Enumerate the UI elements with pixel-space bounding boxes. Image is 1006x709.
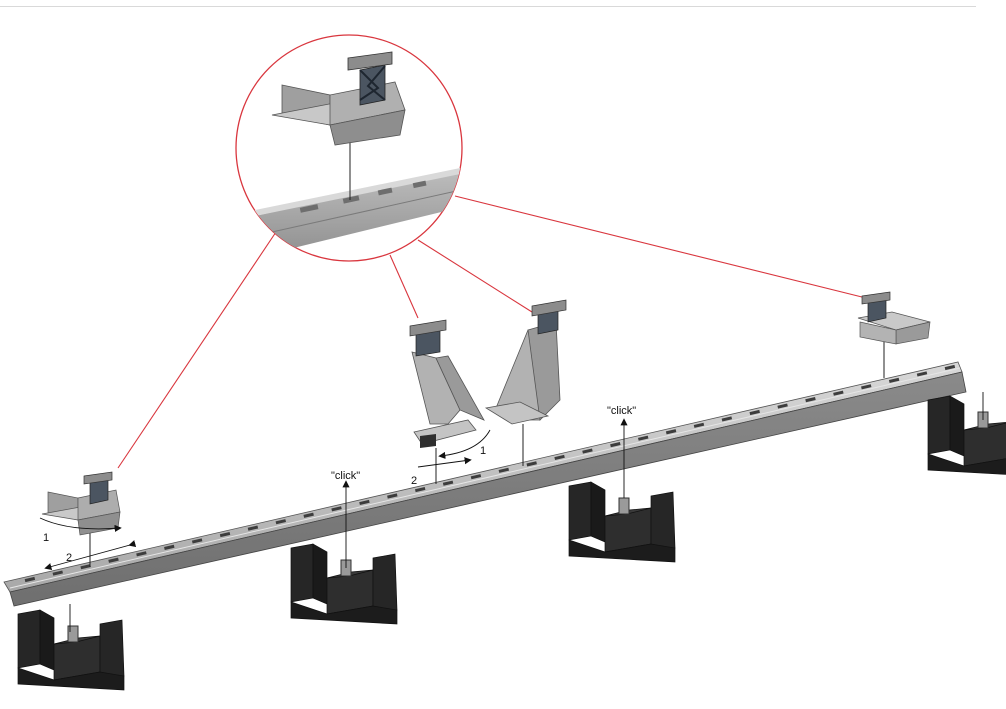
rail-slot (498, 467, 510, 473)
rail-slot (526, 461, 537, 467)
ballast-block (568, 481, 676, 563)
rail-slot (52, 570, 63, 576)
step-1-left: 1 (43, 532, 49, 544)
step-2-left: 2 (66, 552, 72, 564)
step-1-middle: 1 (480, 445, 486, 457)
click-label-right: "click" (607, 405, 636, 417)
clamp-left (41, 471, 121, 567)
rail-slot (833, 390, 844, 396)
rail-slot (721, 416, 733, 422)
step-2-middle: 2 (411, 475, 417, 487)
block-clip (67, 625, 79, 643)
zoomed-clamp (271, 51, 406, 146)
rail-slot (247, 525, 259, 531)
slide-arrow-left (44, 540, 137, 571)
rail-slot (303, 512, 314, 518)
rail-slot (275, 519, 287, 525)
rail-slot (693, 422, 705, 428)
ballast-block (927, 395, 1006, 475)
rail-slot (861, 384, 872, 390)
rail-slot (888, 377, 900, 383)
rotate-arrow-left (39, 517, 122, 533)
rail-slot (414, 486, 426, 493)
ballast-block (290, 543, 398, 625)
rail-slot (442, 480, 454, 486)
rail-slot (777, 403, 788, 409)
rail-slot (749, 409, 760, 416)
click-label-left: "click" (331, 470, 360, 482)
rail-slot (638, 435, 649, 441)
ballast-blocks (17, 395, 1006, 691)
rail-slot (554, 454, 565, 461)
callout-lines (117, 195, 875, 469)
rail-slots (24, 364, 956, 583)
clamp-middle-assembly (409, 299, 567, 484)
rail-slot (164, 544, 175, 550)
rail-slot (331, 506, 342, 512)
rail-slot (219, 531, 231, 538)
rail-slot (470, 474, 482, 480)
rail-slot (944, 364, 956, 371)
rail-slot (387, 493, 398, 499)
rail-slot (916, 371, 928, 377)
top-divider (0, 6, 976, 7)
slide-arrow-middle (417, 457, 472, 468)
clamp-right (857, 291, 931, 378)
rail-slot (191, 538, 203, 544)
rail-slot (24, 576, 36, 583)
rail-slot (610, 442, 621, 448)
rail-slot (665, 429, 677, 435)
motion-arrows (39, 392, 984, 632)
mounting-rail (3, 361, 967, 607)
rail-slot (582, 448, 593, 454)
rail-slot (805, 397, 816, 403)
block-clip (618, 497, 630, 515)
rail-slot (136, 551, 147, 557)
zoom-callout (235, 34, 463, 262)
rail-slot (359, 499, 370, 506)
ballast-block (17, 609, 125, 691)
rotate-arrow-middle (438, 429, 491, 460)
